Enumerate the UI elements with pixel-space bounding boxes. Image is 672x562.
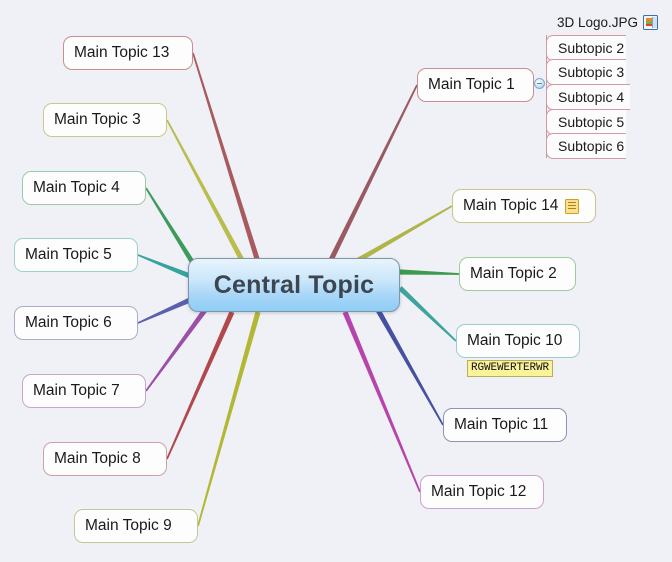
main-topic-2-label: Main Topic 2 <box>470 265 557 283</box>
main-topic-1-node[interactable]: Main Topic 1 <box>417 68 534 102</box>
main-topic-9-connector <box>197 311 261 527</box>
main-topic-5-label: Main Topic 5 <box>25 246 112 264</box>
subtopic-node[interactable]: Subtopic 6 <box>546 133 626 159</box>
central-topic-node[interactable]: Central Topic <box>188 258 400 312</box>
main-topic-9-node[interactable]: Main Topic 9 <box>74 509 198 543</box>
main-topic-12-node[interactable]: Main Topic 12 <box>420 475 544 509</box>
main-topic-3-connector <box>166 119 246 264</box>
main-topic-7-connector <box>145 308 208 392</box>
main-topic-13-connector <box>192 52 261 263</box>
subtopic-node[interactable]: Subtopic 3 <box>546 59 626 85</box>
main-topic-6-node[interactable]: Main Topic 6 <box>14 306 138 340</box>
subtopic-label: Subtopic 5 <box>558 114 625 130</box>
main-topic-2-connector <box>399 269 460 275</box>
main-topic-5-connector <box>137 254 191 279</box>
main-topic-4-node[interactable]: Main Topic 4 <box>22 171 146 205</box>
main-topic-14-connector <box>353 205 453 265</box>
main-topic-6-connector <box>137 297 192 324</box>
main-topic-11-connector <box>375 308 444 426</box>
collapse-toggle-icon[interactable] <box>534 78 545 89</box>
main-topic-3-label: Main Topic 3 <box>54 111 141 129</box>
main-topic-10-connector <box>398 286 457 342</box>
main-topic-13-node[interactable]: Main Topic 13 <box>63 36 193 70</box>
subtopic-node[interactable]: Subtopic 2 <box>546 35 626 61</box>
subtopic-label: Subtopic 4 <box>558 89 625 105</box>
main-topic-11-label: Main Topic 11 <box>454 416 549 434</box>
image-node-label: 3D Logo.JPG <box>557 15 639 30</box>
main-topic-10-node[interactable]: Main Topic 10 <box>456 324 580 358</box>
main-topic-8-label: Main Topic 8 <box>54 450 141 468</box>
main-topic-14-node[interactable]: Main Topic 14 <box>452 189 596 223</box>
main-topic-1-connector <box>327 84 418 264</box>
image-attachment-node[interactable]: 3D Logo.JPG <box>557 15 659 30</box>
note-icon <box>565 198 580 214</box>
main-topic-11-node[interactable]: Main Topic 11 <box>443 408 567 442</box>
main-topic-2-node[interactable]: Main Topic 2 <box>459 257 576 291</box>
main-topic-8-connector <box>166 310 235 460</box>
subtopic-node[interactable]: Subtopic 5 <box>546 109 626 135</box>
main-topic-9-label: Main Topic 9 <box>85 517 172 535</box>
main-topic-14-label: Main Topic 14 <box>463 197 559 215</box>
image-file-icon <box>643 15 659 30</box>
main-topic-7-node[interactable]: Main Topic 7 <box>22 374 146 408</box>
main-topic-8-node[interactable]: Main Topic 8 <box>43 442 167 476</box>
main-topic-5-node[interactable]: Main Topic 5 <box>14 238 138 272</box>
subtopic-node[interactable]: Subtopic 4 <box>546 84 630 110</box>
main-topic-10-label: Main Topic 10 <box>467 332 563 350</box>
subtopic-label: Subtopic 6 <box>558 138 625 154</box>
main-topic-12-connector <box>342 311 421 493</box>
main-topic-7-label: Main Topic 7 <box>33 382 120 400</box>
main-topic-1-label: Main Topic 1 <box>428 76 515 94</box>
central-topic-label: Central Topic <box>213 270 375 299</box>
main-topic-4-label: Main Topic 4 <box>33 179 120 197</box>
main-topic-12-label: Main Topic 12 <box>431 483 527 501</box>
callout-label[interactable]: RGWEWERTERWR <box>467 360 554 378</box>
main-topic-3-node[interactable]: Main Topic 3 <box>43 103 167 137</box>
main-topic-6-label: Main Topic 6 <box>25 314 112 332</box>
subtopic-label: Subtopic 2 <box>558 40 625 56</box>
main-topic-13-label: Main Topic 13 <box>74 44 170 62</box>
subtopic-label: Subtopic 3 <box>558 64 625 80</box>
main-topic-4-connector <box>145 187 199 270</box>
